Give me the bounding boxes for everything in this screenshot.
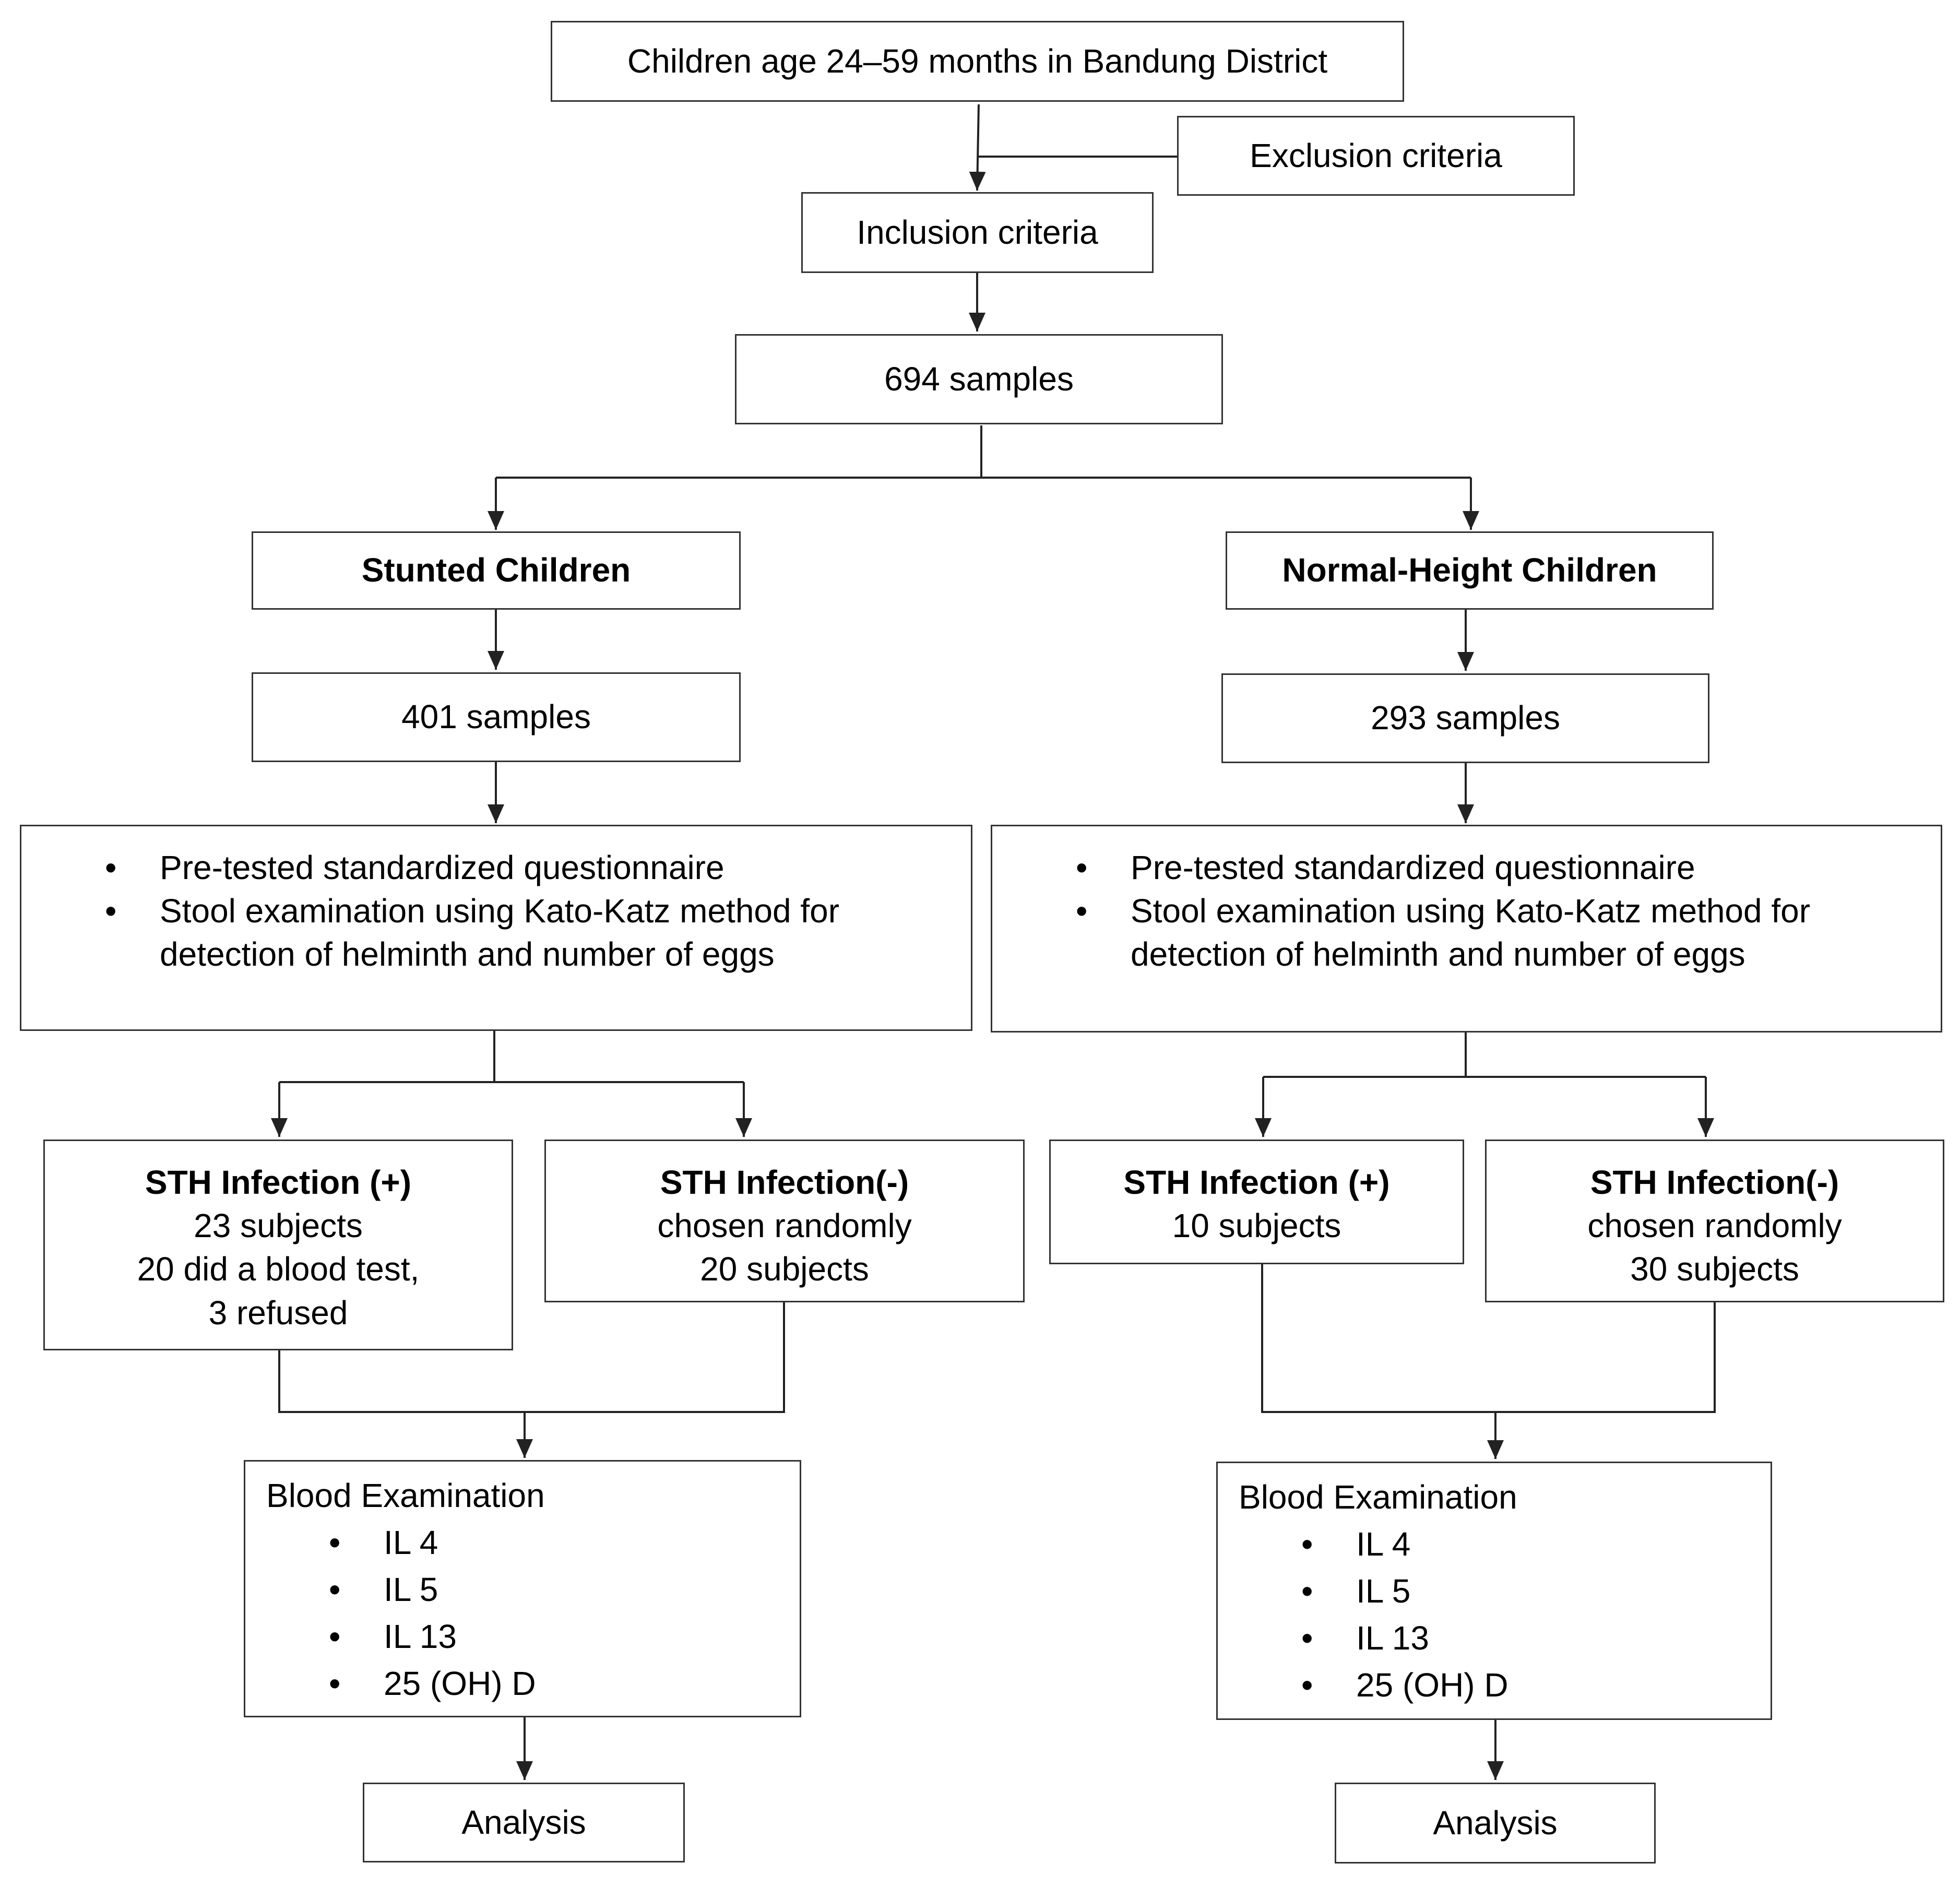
sth-negative-title: STH Infection(-) <box>1590 1164 1839 1201</box>
sth-positive-detail: 10 subjects <box>1172 1207 1341 1245</box>
stunted-sth-negative-box: STH Infection(-) chosen randomly 20 subj… <box>544 1140 1025 1302</box>
population-text: Children age 24–59 months in Bandung Dis… <box>627 42 1328 80</box>
method-item: Stool examination using Kato-Katz method… <box>21 889 971 976</box>
method-item: Pre-tested standardized questionnaire <box>21 846 971 889</box>
population-box: Children age 24–59 months in Bandung Dis… <box>551 21 1404 102</box>
stunted-samples-text: 401 samples <box>401 698 591 736</box>
sth-negative-detail: chosen randomly <box>657 1207 912 1245</box>
exclusion-criteria-box: Exclusion criteria <box>1177 116 1575 196</box>
inclusion-criteria-text: Inclusion criteria <box>857 213 1098 251</box>
sth-negative-title: STH Infection(-) <box>660 1164 909 1201</box>
blood-exam-item: IL 5 <box>245 1566 536 1613</box>
stunted-methods-list: Pre-tested standardized questionnaire St… <box>21 846 971 977</box>
method-item: Pre-tested standardized questionnaire <box>992 846 1941 889</box>
normal-analysis-box: Analysis <box>1335 1783 1656 1864</box>
analysis-text: Analysis <box>1433 1803 1558 1842</box>
sth-positive-detail: 23 subjects <box>194 1207 363 1245</box>
exclusion-criteria-text: Exclusion criteria <box>1250 136 1502 174</box>
blood-exam-title: Blood Examination <box>1239 1478 1517 1516</box>
normal-methods-list: Pre-tested standardized questionnaire St… <box>992 846 1941 977</box>
stunted-children-text: Stunted Children <box>361 551 631 589</box>
line-total-split <box>496 425 1471 479</box>
normal-samples-text: 293 samples <box>1371 699 1560 737</box>
blood-exam-item: 25 (OH) D <box>245 1660 536 1707</box>
blood-exam-title: Blood Examination <box>266 1477 545 1514</box>
blood-exam-item: IL 4 <box>1218 1521 1508 1568</box>
inclusion-criteria-box: Inclusion criteria <box>801 192 1154 273</box>
stunted-children-box: Stunted Children <box>252 531 741 610</box>
analysis-text: Analysis <box>461 1803 586 1841</box>
sth-positive-detail: 20 did a blood test, <box>137 1250 420 1288</box>
line-methods-left-split <box>279 1031 744 1083</box>
blood-exam-item: IL 13 <box>1218 1615 1508 1661</box>
total-samples-box: 694 samples <box>735 334 1223 424</box>
line-left-merge <box>278 1302 785 1413</box>
blood-exam-list: IL 4 IL 5 IL 13 25 (OH) D <box>245 1519 536 1707</box>
total-samples-text: 694 samples <box>884 360 1074 398</box>
stunted-sth-positive-box: STH Infection (+) 23 subjects 20 did a b… <box>43 1140 513 1350</box>
sth-positive-title: STH Infection (+) <box>1123 1164 1390 1201</box>
normal-methods-box: Pre-tested standardized questionnaire St… <box>991 825 1942 1032</box>
sth-negative-detail: chosen randomly <box>1587 1207 1842 1245</box>
normal-height-children-text: Normal-Height Children <box>1282 551 1657 589</box>
blood-exam-item: IL 4 <box>245 1519 536 1566</box>
normal-blood-exam-box: Blood Examination IL 4 IL 5 IL 13 25 (OH… <box>1216 1462 1772 1720</box>
stunted-blood-exam-box: Blood Examination IL 4 IL 5 IL 13 25 (OH… <box>244 1460 801 1717</box>
sth-negative-detail: 20 subjects <box>700 1250 869 1288</box>
method-item: Stool examination using Kato-Katz method… <box>992 889 1941 976</box>
stunted-methods-box: Pre-tested standardized questionnaire St… <box>20 825 972 1031</box>
normal-samples-box: 293 samples <box>1221 673 1709 763</box>
normal-sth-positive-box: STH Infection (+) 10 subjects <box>1049 1140 1464 1264</box>
line-right-merge <box>1261 1264 1716 1413</box>
blood-exam-list: IL 4 IL 5 IL 13 25 (OH) D <box>1218 1521 1508 1708</box>
blood-exam-item: IL 5 <box>1218 1568 1508 1615</box>
sth-negative-detail: 30 subjects <box>1630 1250 1799 1288</box>
blood-exam-item: 25 (OH) D <box>1218 1661 1508 1708</box>
blood-exam-item: IL 13 <box>245 1613 536 1660</box>
normal-height-children-box: Normal-Height Children <box>1226 531 1714 610</box>
arrow-population-to-inclusion <box>969 104 986 191</box>
line-methods-right-split <box>1263 1032 1706 1078</box>
sth-positive-detail: 3 refused <box>208 1293 348 1332</box>
sth-positive-title: STH Infection (+) <box>145 1164 412 1201</box>
normal-sth-negative-box: STH Infection(-) chosen randomly 30 subj… <box>1485 1140 1944 1302</box>
stunted-samples-box: 401 samples <box>252 672 741 762</box>
stunted-analysis-box: Analysis <box>363 1783 685 1862</box>
